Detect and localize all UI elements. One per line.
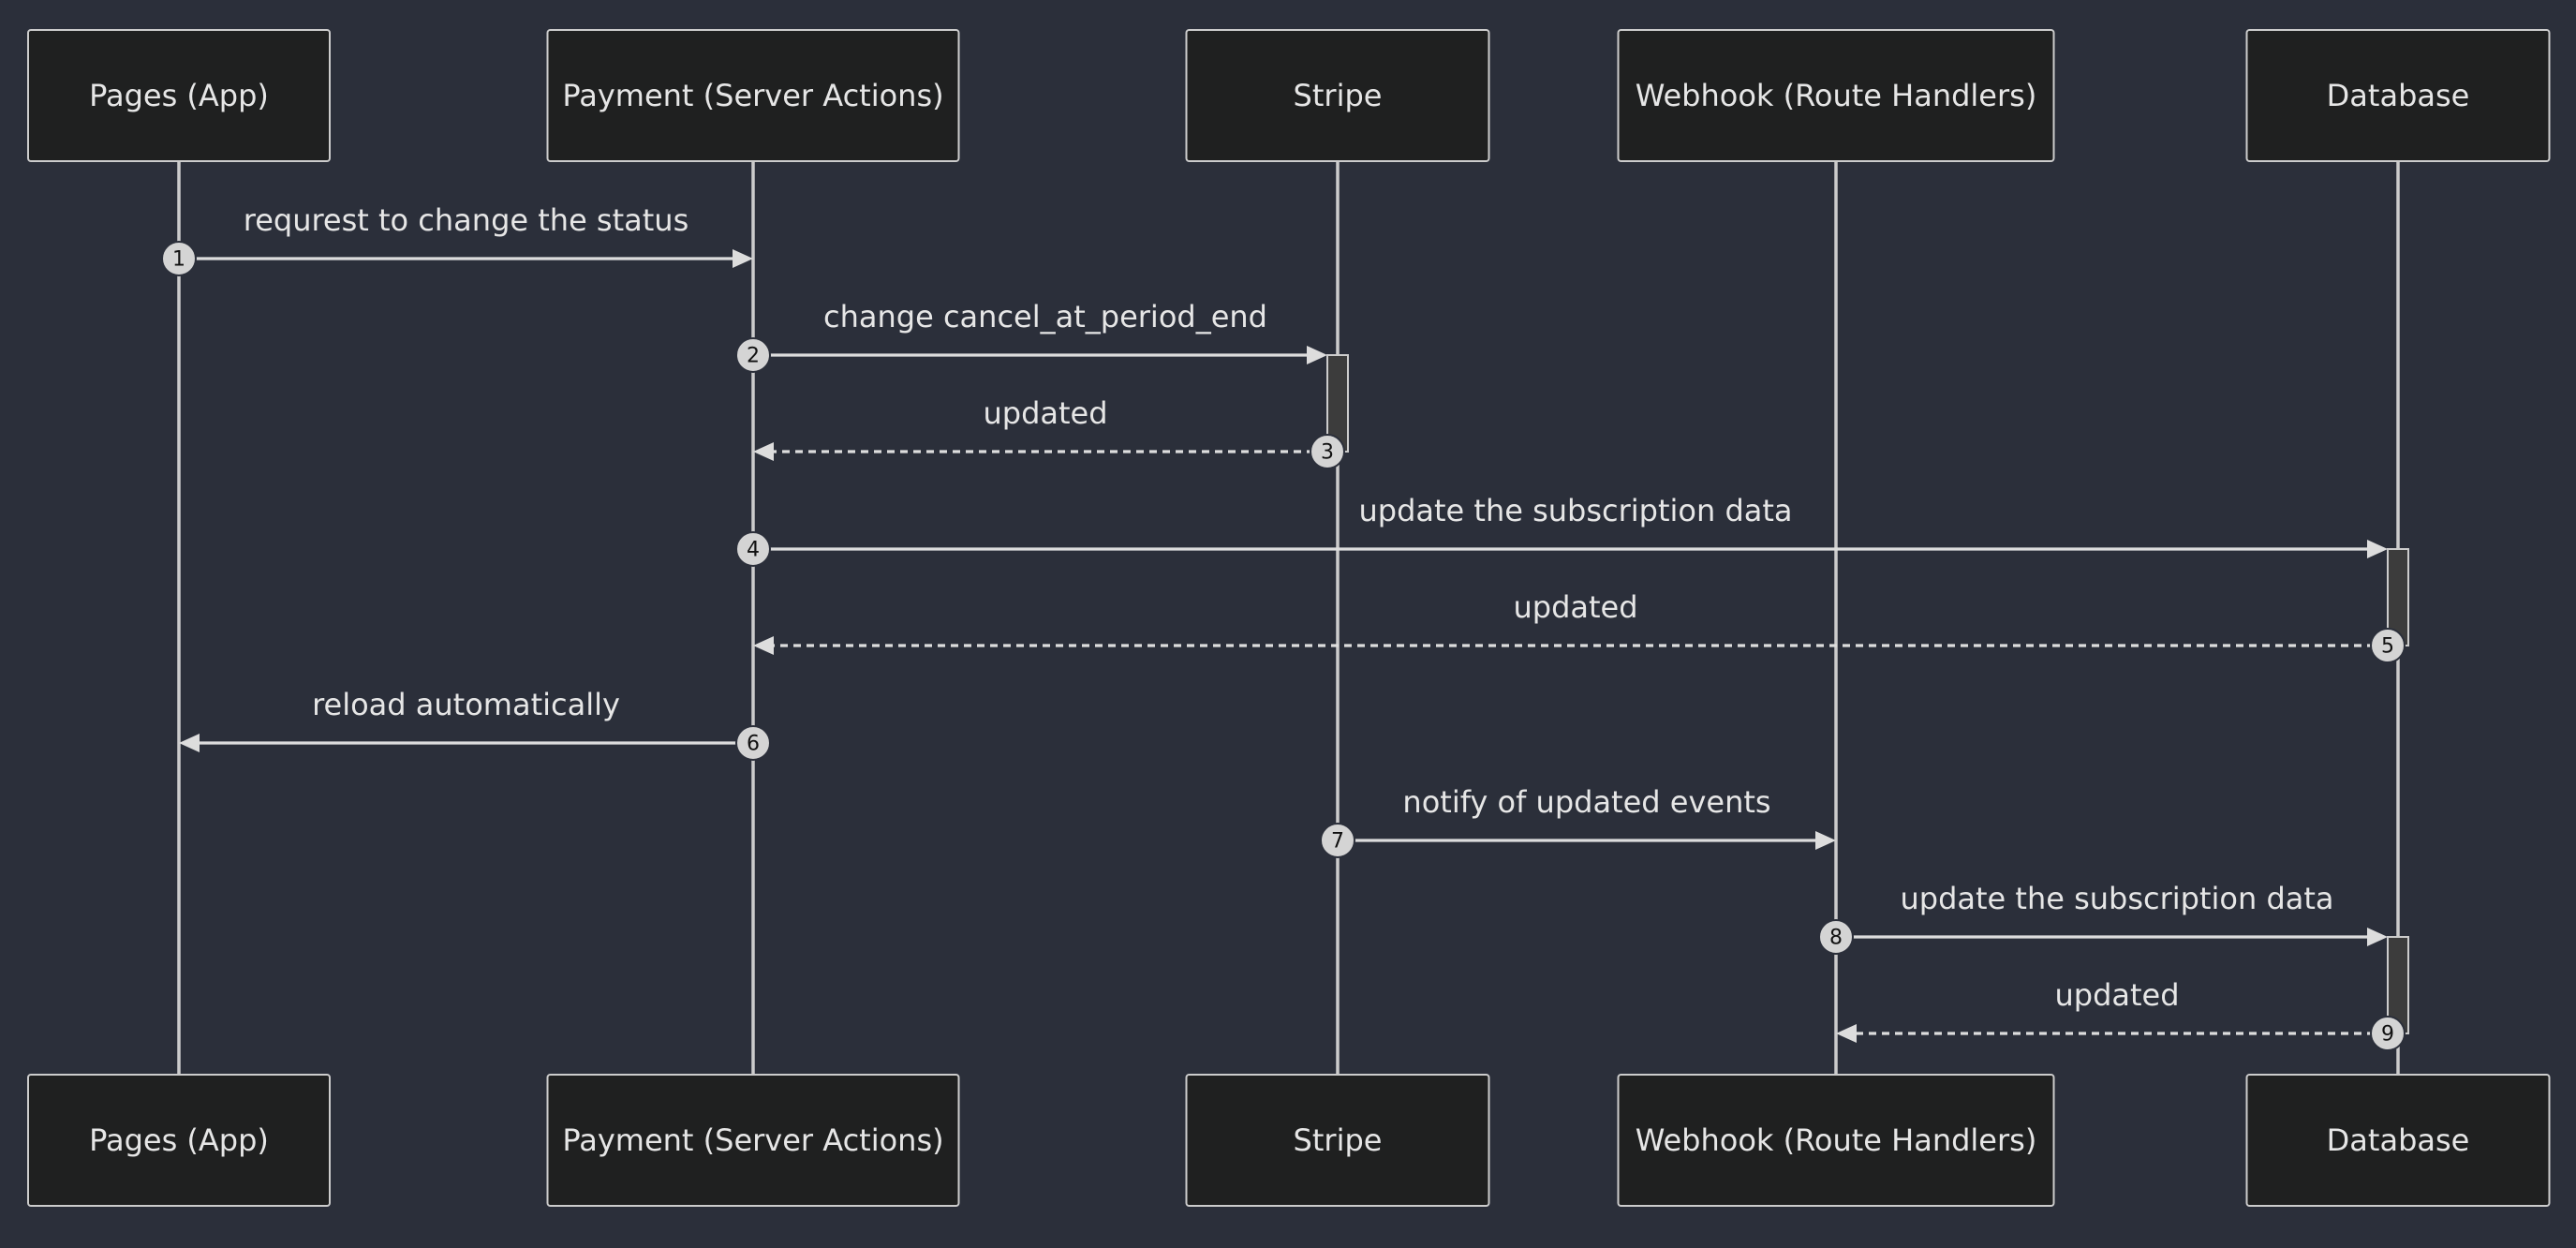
actor-box <box>1185 1074 1490 1207</box>
arrowhead <box>1307 346 1327 364</box>
message-label: updated <box>983 395 1107 431</box>
sequence-number-badge <box>735 725 771 761</box>
arrowhead <box>179 734 200 752</box>
sequence-number-badge <box>161 241 197 276</box>
message-label: updated <box>1513 589 1637 625</box>
actor-label: Webhook (Route Handlers) <box>1636 78 2037 113</box>
arrowhead <box>753 442 774 461</box>
actor-label: Database <box>2327 78 2470 113</box>
message-1: requrest to change the status 1 <box>161 202 753 276</box>
actor-box <box>546 29 960 162</box>
actor-label: Stripe <box>1294 78 1383 113</box>
message-label: updated <box>2054 977 2179 1013</box>
arrowhead <box>1815 831 1836 850</box>
actor-webhook-top: Webhook (Route Handlers) <box>1617 29 2055 162</box>
activations <box>1326 354 2409 1034</box>
actor-box <box>1185 29 1490 162</box>
arrowhead <box>2367 928 2388 946</box>
actors-top: Pages (App) Payment (Server Actions) Strip… <box>27 29 2551 162</box>
arrowhead <box>753 636 774 655</box>
message-3: updated 3 <box>753 395 1345 469</box>
actor-payment-top: Payment (Server Actions) <box>546 29 960 162</box>
sequence-number-badge <box>2370 1016 2406 1051</box>
actor-box <box>27 1074 331 1207</box>
message-label: requrest to change the status <box>244 202 689 238</box>
actor-stripe-top: Stripe <box>1185 29 1490 162</box>
sequence-number: 5 <box>2381 635 2394 659</box>
actor-label: Webhook (Route Handlers) <box>1636 1122 2037 1158</box>
message-label: reload automatically <box>312 687 620 722</box>
arrowhead <box>2367 540 2388 558</box>
actor-database-bottom: Database <box>2245 1074 2551 1207</box>
actor-box <box>2245 1074 2551 1207</box>
actor-box <box>1617 29 2055 162</box>
actor-label: Payment (Server Actions) <box>562 1122 943 1158</box>
actor-webhook-bottom: Webhook (Route Handlers) <box>1617 1074 2055 1207</box>
actor-pages-top: Pages (App) <box>27 29 331 162</box>
message-6: reload automatically 6 <box>179 687 771 761</box>
message-label: notify of updated events <box>1402 784 1770 820</box>
actor-label: Database <box>2327 1122 2470 1158</box>
messages: requrest to change the status 1 change can… <box>161 202 2406 1051</box>
actor-box <box>546 1074 960 1207</box>
actor-label: Pages (App) <box>89 78 269 113</box>
sequence-number: 1 <box>172 248 185 272</box>
actor-label: Payment (Server Actions) <box>562 78 943 113</box>
sequence-number: 7 <box>1331 830 1344 854</box>
sequence-number-badge <box>1310 434 1345 469</box>
arrowhead <box>733 249 753 268</box>
arrowhead <box>1836 1024 1857 1043</box>
sequence-number: 8 <box>1829 927 1843 950</box>
message-label: change cancel_at_period_end <box>823 299 1267 334</box>
message-label: update the subscription data <box>1358 493 1792 528</box>
sequence-number: 2 <box>747 345 760 368</box>
message-5: updated 5 <box>753 589 2406 663</box>
message-7: notify of updated events 7 <box>1320 784 1836 858</box>
message-9: updated 9 <box>1836 977 2406 1051</box>
actor-box <box>1617 1074 2055 1207</box>
actor-pages-bottom: Pages (App) <box>27 1074 331 1207</box>
actor-database-top: Database <box>2245 29 2551 162</box>
sequence-number: 3 <box>1321 441 1334 465</box>
message-label: update the subscription data <box>1900 881 2333 916</box>
actor-box <box>27 29 331 162</box>
sequence-number-badge <box>2370 628 2406 663</box>
message-8: update the subscription data 8 <box>1818 881 2388 955</box>
message-4: update the subscription data 4 <box>735 493 2388 567</box>
actor-stripe-bottom: Stripe <box>1185 1074 1490 1207</box>
sequence-number-badge <box>735 337 771 373</box>
sequence-number-badge <box>1320 823 1355 858</box>
message-2: change cancel_at_period_end 2 <box>735 299 1327 373</box>
sequence-number: 6 <box>747 733 760 756</box>
actor-label: Stripe <box>1294 1122 1383 1158</box>
actor-box <box>2245 29 2551 162</box>
actors-bottom: Pages (App) Payment (Server Actions) Strip… <box>27 1074 2551 1207</box>
actor-label: Pages (App) <box>89 1122 269 1158</box>
sequence-number: 4 <box>747 539 760 562</box>
sequence-number: 9 <box>2381 1023 2394 1047</box>
sequence-number-badge <box>1818 919 1854 955</box>
actor-payment-bottom: Payment (Server Actions) <box>546 1074 960 1207</box>
sequence-number-badge <box>735 531 771 567</box>
